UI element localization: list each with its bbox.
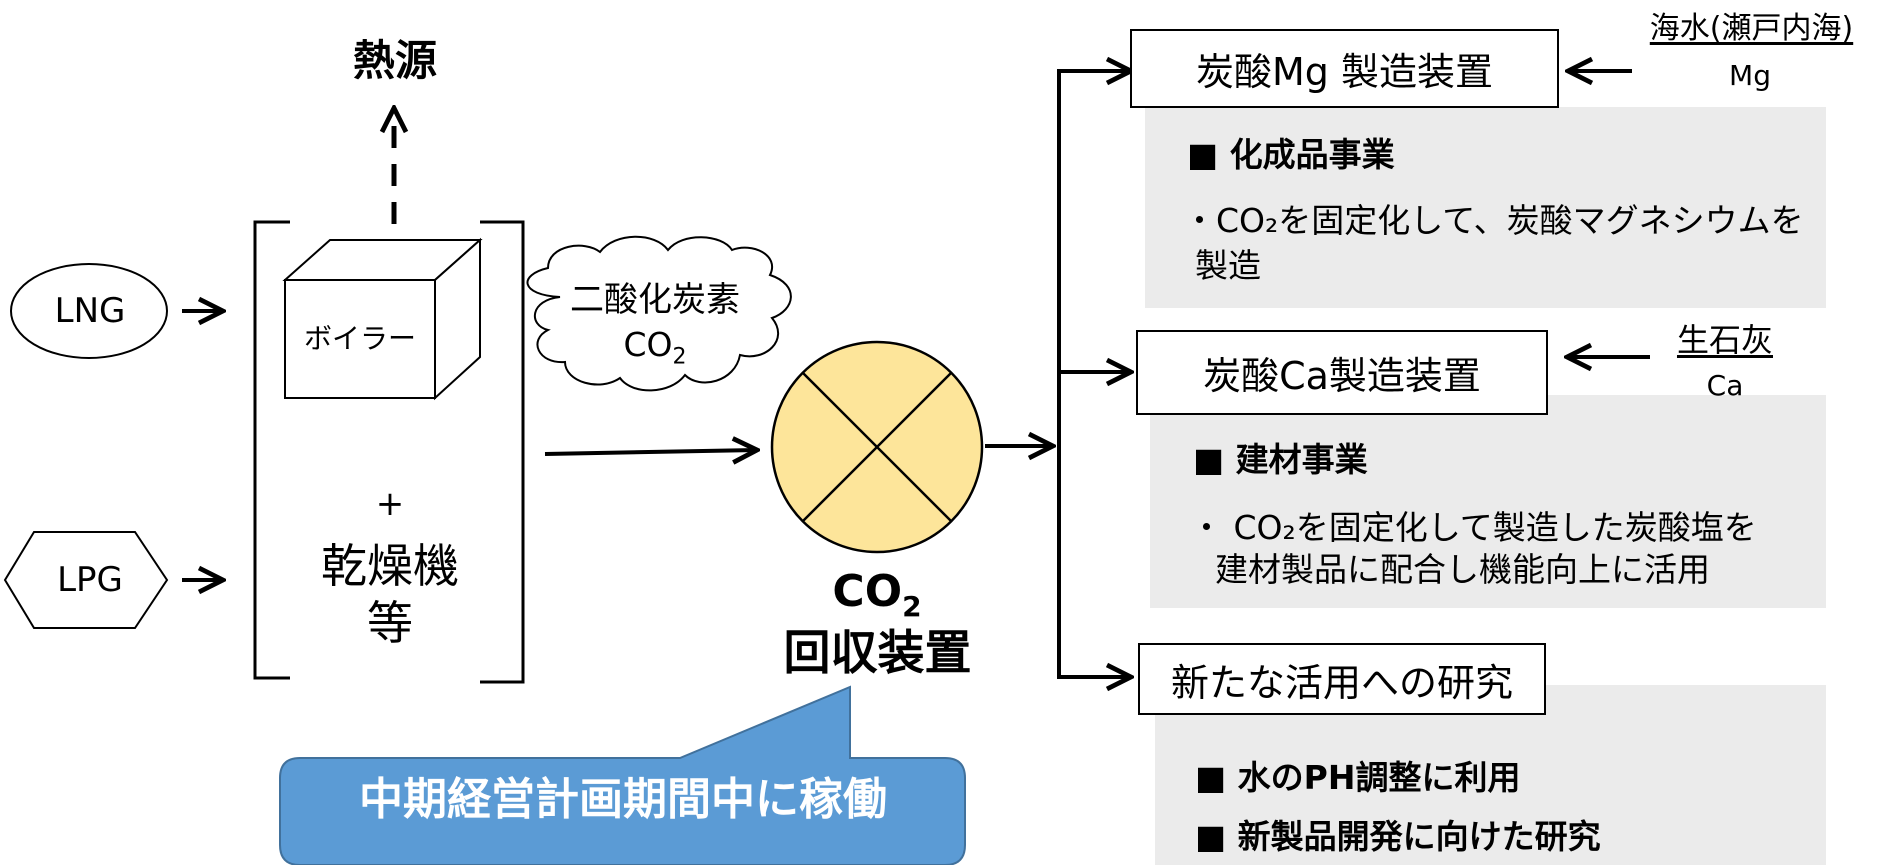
seawater-label: 海水(瀬戸内海) [1649, 11, 1854, 46]
research-label: 新たな活用への研究 [1170, 660, 1513, 705]
boiler-label: ボイラー [303, 322, 416, 355]
ca-production-box: 炭酸Ca製造装置 [1136, 330, 1548, 415]
co2-collector [770, 340, 984, 554]
mg-description-line1: ・CO₂を固定化して、炭酸マグネシウムを [1183, 201, 1804, 240]
lpg-label: LPG [57, 560, 123, 600]
lpg-node [3, 531, 169, 629]
ca-description-line1: ・ CO₂を固定化して製造した炭酸塩を [1190, 508, 1757, 547]
mg-description-panel [1145, 107, 1826, 308]
mg-description-line2: 製造 [1195, 246, 1261, 285]
co2-cloud-formula: CO [623, 325, 673, 364]
ca-description-panel [1150, 395, 1826, 608]
equipment-bracket-right [480, 220, 525, 684]
lng-label: LNG [54, 291, 126, 331]
collector-subscript: 2 [902, 589, 922, 623]
callout-text: 中期経営計画期間中に稼働 [359, 774, 887, 825]
dryer-label-line2: 等 [367, 596, 413, 650]
mg-production-label: 炭酸Mg 製造装置 [1196, 50, 1493, 94]
plus-sign: + [375, 484, 405, 524]
ca-production-label: 炭酸Ca製造装置 [1203, 354, 1481, 398]
lng-node [10, 263, 168, 359]
boiler-cube [282, 237, 483, 401]
research-item-new-products: ■ 新製品開発に向けた研究 [1195, 817, 1601, 856]
collector-label-line1: CO2 [807, 570, 947, 621]
research-description-panel [1155, 685, 1826, 865]
seawater-sub-label: Mg [1729, 59, 1771, 92]
ca-business-title: ■ 建材事業 [1193, 440, 1368, 479]
mg-business-title: ■ 化成品事業 [1187, 135, 1395, 174]
co2-cloud-subscript: 2 [672, 344, 687, 370]
mg-production-box: 炭酸Mg 製造装置 [1130, 29, 1559, 108]
research-box: 新たな活用への研究 [1138, 643, 1546, 715]
dryer-label-line1: 乾燥機 [321, 539, 459, 593]
collector-formula: CO [832, 566, 903, 617]
heat-source-label: 熱源 [352, 36, 437, 85]
quicklime-label: 生石灰 [1676, 321, 1773, 359]
equipment-to-collector-arrow [544, 450, 757, 454]
co2-cloud [526, 235, 792, 392]
ca-description-line2: 建材製品に配合し機能向上に活用 [1215, 550, 1710, 589]
collector-label-line2: 回収装置 [783, 626, 972, 681]
co2-cloud-line2: CO2 [590, 328, 720, 369]
co2-cloud-line1: 二酸化炭素 [570, 280, 740, 320]
equipment-bracket-left [253, 220, 290, 680]
quicklime-sub-label: Ca [1706, 369, 1744, 402]
research-item-ph: ■ 水のPH調整に利用 [1195, 758, 1521, 797]
